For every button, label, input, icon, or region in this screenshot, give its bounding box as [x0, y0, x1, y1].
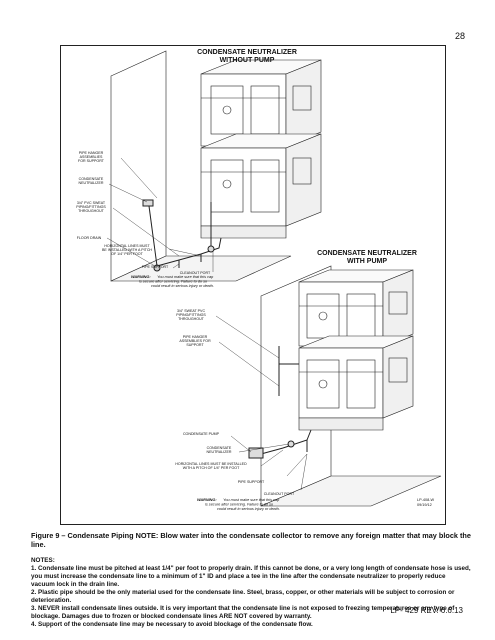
- bottom-condensate-piping: [248, 346, 312, 459]
- top-warning-3: could result in serious injury or death.: [151, 284, 214, 288]
- note-item: 2. Plastic pipe should be the only mater…: [31, 589, 455, 604]
- top-title-line2: WITHOUT PUMP: [220, 57, 275, 64]
- bottom-warning-2: is secure after servicing. Failure to do…: [205, 503, 273, 507]
- top-label-hanger-2: ASSEMBLIES: [80, 155, 103, 159]
- top-label-neutralizer-2: NEUTRALIZER: [79, 181, 104, 185]
- page-number: 28: [454, 31, 465, 41]
- top-warning-1: You must make sure that this cap: [157, 275, 213, 279]
- top-label-cleanout: CLEANOUT PORT: [180, 271, 211, 275]
- bottom-label-hanger-1: PIPE HANGER: [183, 335, 208, 339]
- bottom-diagram: [215, 265, 442, 507]
- bottom-label-hanger-2: ASSEMBLIES FOR: [179, 339, 211, 343]
- bottom-label-horizontal-2: WITH A PITCH OF 1/4" PER FOOT: [183, 466, 240, 470]
- top-leaders: [106, 157, 214, 272]
- drawing-id: LP-408-W: [417, 498, 435, 502]
- top-label-fittings-1: 3/4" PVC SWEAT: [77, 201, 106, 205]
- bottom-leaders: [215, 315, 308, 491]
- bottom-label-hanger-3: SUPPORT: [186, 343, 204, 347]
- bottom-boiler-upper: [298, 269, 414, 347]
- svg-text:WARNING: You must make: WARNING: You must make sure that this ca…: [131, 265, 213, 282]
- top-label-hanger-1: PIPE HANGER: [79, 151, 104, 155]
- svg-text:WARNING: You must make: WARNING: You must make sure that this ca…: [197, 488, 279, 505]
- drawing-date: 09/19/12: [417, 503, 432, 507]
- note-item: 3. NEVER install condensate lines outsid…: [31, 605, 455, 620]
- bottom-boiler-lower: [298, 335, 414, 419]
- top-condensate-piping: [142, 199, 222, 272]
- piping-diagram: CONDENSATE NEUTRALIZER WITHOUT PUMP COND…: [76, 49, 442, 511]
- bottom-title-line1: CONDENSATE NEUTRALIZER: [317, 250, 417, 257]
- top-label-horizontal-3: OF 1/4" PER FOOT: [111, 252, 143, 256]
- bottom-label-pipe-support: PIPE SUPPORT: [238, 480, 265, 484]
- top-label-fittings-2: PIPING/FITTINGS: [76, 205, 106, 209]
- notes-section: NOTES: 1. Condensate line must be pitche…: [31, 557, 471, 629]
- figure-caption: Figure 9 – Condensate Piping NOTE: Blow …: [31, 531, 471, 549]
- note-item: 1. Condensate line must be pitched at le…: [31, 565, 471, 588]
- bottom-label-neutralizer-1: CONDENSATE: [207, 446, 232, 450]
- bottom-title-line2: WITH PUMP: [347, 258, 387, 265]
- bottom-label-fittings-1: 3/4" SWEAT PVC: [177, 309, 206, 313]
- figure-condensate-piping: CONDENSATE NEUTRALIZER WITHOUT PUMP COND…: [60, 45, 446, 525]
- top-label-floor-drain: FLOOR DRAIN: [77, 236, 102, 240]
- top-label-fittings-3: THROUGHOUT: [78, 209, 105, 213]
- bottom-label-fittings-3: THROUGHOUT: [178, 317, 205, 321]
- bottom-label-pump: CONDENSATE PUMP: [183, 432, 220, 436]
- top-boiler-lower: [200, 133, 322, 227]
- top-label-neutralizer-1: CONDENSATE: [79, 177, 104, 181]
- bottom-warning-lead: WARNING:: [197, 498, 217, 502]
- bottom-label-horizontal-1: HORIZONTAL LINES MUST BE INSTALLED: [175, 462, 247, 466]
- top-warning-lead: WARNING:: [131, 275, 151, 279]
- top-label-horizontal-2: BE INSTALLED WITH A PITCH: [102, 248, 152, 252]
- note-item: 4. Support of the condensate line may be…: [31, 621, 313, 628]
- bottom-label-fittings-2: PIPING/FITTINGS: [176, 313, 206, 317]
- top-label-hanger-3: FOR SUPPORT: [78, 159, 105, 163]
- bottom-label-cleanout: CLEANOUT PORT: [264, 492, 295, 496]
- notes-heading: NOTES:: [31, 557, 55, 564]
- top-label-horizontal-1: HORIZONTAL LINES MUST: [104, 244, 150, 248]
- bottom-label-neutralizer-2: NEUTRALIZER: [207, 450, 232, 454]
- top-label-pipe-support: PIPE SUPPORT: [142, 265, 169, 269]
- top-warning-2: is secure after servicing. Failure to do…: [139, 280, 207, 284]
- top-diagram: [106, 50, 322, 282]
- footer-revision: LP- 429 REV. 6.6.13: [390, 606, 463, 615]
- top-title-line1: CONDENSATE NEUTRALIZER: [197, 49, 297, 56]
- top-boiler-upper: [200, 59, 322, 147]
- bottom-warning-1: You must make sure that this cap: [223, 498, 279, 502]
- bottom-warning-3: could result in serious injury or death.: [217, 507, 280, 511]
